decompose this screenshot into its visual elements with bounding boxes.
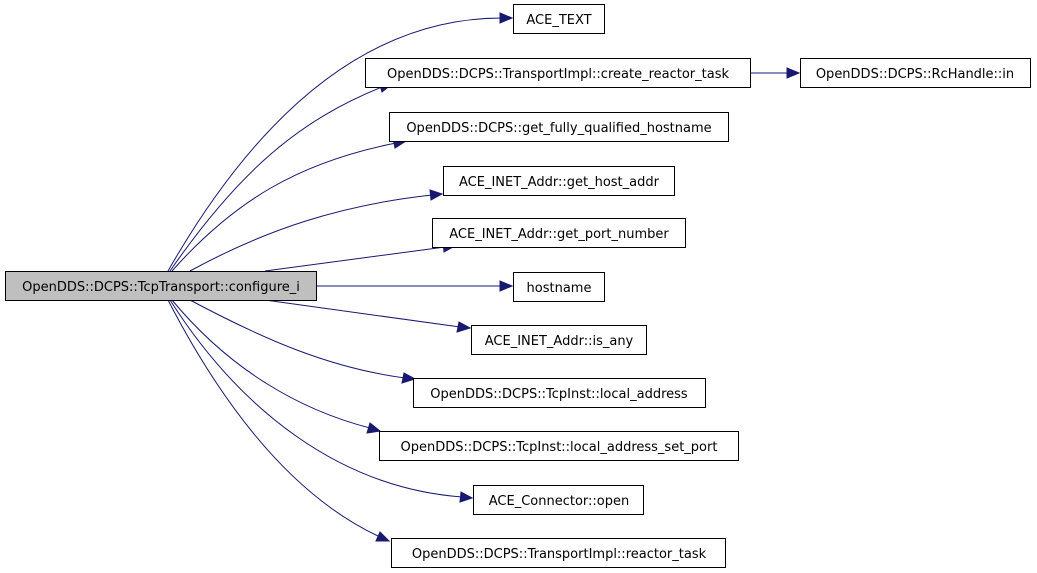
arrowhead-local-address-set-port xyxy=(366,422,382,434)
edge-root-to-local-address-set-port xyxy=(171,299,371,429)
edge-root-to-is-any xyxy=(264,299,461,328)
edge-root-to-get-fully-qualified-hostname xyxy=(171,142,397,272)
edge-root-to-local-address xyxy=(189,299,406,379)
edge-root-to-get-port-number xyxy=(264,246,446,272)
node-local-address-set-port-box xyxy=(379,431,739,461)
edge-root-to-connector-open xyxy=(169,299,463,498)
node-is-any-box xyxy=(471,325,647,355)
edge-root-to-ace-text xyxy=(167,17,503,272)
node-hostname-box xyxy=(513,272,605,302)
node-create-reactor-task[interactable]: OpenDDS::DCPS::TransportImpl::create_rea… xyxy=(365,58,751,88)
node-hostname-label: hostname xyxy=(527,281,592,296)
node-local-address-box xyxy=(413,378,706,408)
node-local-address-set-port-label: OpenDDS::DCPS::TcpInst::local_address_se… xyxy=(401,440,718,455)
node-reactor-task-box xyxy=(391,538,726,568)
node-root[interactable]: OpenDDS::DCPS::TcpTransport::configure_i xyxy=(5,271,317,301)
node-ace-text-label: ACE_TEXT xyxy=(526,13,591,28)
node-rchandle-in[interactable]: OpenDDS::DCPS::RcHandle::in xyxy=(800,58,1031,88)
node-connector-open-label: ACE_Connector::open xyxy=(489,494,629,509)
arrowhead-hostname xyxy=(499,280,514,292)
node-get-host-addr-label: ACE_INET_Addr::get_host_addr xyxy=(459,175,660,190)
node-ace-text[interactable]: ACE_TEXT xyxy=(513,4,605,34)
node-get-fully-qualified-hostname-label: OpenDDS::DCPS::get_fully_qualified_hostn… xyxy=(406,121,711,136)
arrowhead-ace-text xyxy=(499,12,514,24)
node-get-port-number-box xyxy=(432,218,686,248)
node-local-address-label: OpenDDS::DCPS::TcpInst::local_address xyxy=(430,387,688,402)
arrowhead-get-host-addr xyxy=(429,189,444,201)
node-connector-open-box xyxy=(473,485,644,515)
edge-root-to-create-reactor-task xyxy=(169,86,383,272)
node-is-any[interactable]: ACE_INET_Addr::is_any xyxy=(471,325,647,355)
node-is-any-label: ACE_INET_Addr::is_any xyxy=(485,334,634,349)
node-connector-open[interactable]: ACE_Connector::open xyxy=(473,485,644,515)
node-local-address[interactable]: OpenDDS::DCPS::TcpInst::local_address xyxy=(413,378,706,408)
arrowhead-rchandle-in xyxy=(786,67,801,79)
edge-root-to-reactor-task xyxy=(167,299,381,538)
node-create-reactor-task-label: OpenDDS::DCPS::TransportImpl::create_rea… xyxy=(387,67,729,82)
node-get-port-number-label: ACE_INET_Addr::get_port_number xyxy=(449,227,669,242)
node-ace-text-box xyxy=(513,4,605,34)
node-get-fully-qualified-hostname[interactable]: OpenDDS::DCPS::get_fully_qualified_hostn… xyxy=(389,112,729,142)
node-rchandle-in-box xyxy=(800,58,1031,88)
node-reactor-task[interactable]: OpenDDS::DCPS::TransportImpl::reactor_ta… xyxy=(391,538,726,568)
arrowhead-reactor-task xyxy=(375,531,391,542)
node-hostname[interactable]: hostname xyxy=(513,272,605,302)
node-local-address-set-port[interactable]: OpenDDS::DCPS::TcpInst::local_address_se… xyxy=(379,431,739,461)
edge-root-to-get-host-addr xyxy=(189,194,433,272)
node-reactor-task-label: OpenDDS::DCPS::TransportImpl::reactor_ta… xyxy=(412,547,707,562)
node-get-host-addr-box xyxy=(443,166,675,196)
arrowhead-connector-open xyxy=(459,491,474,503)
node-create-reactor-task-box xyxy=(365,58,751,88)
node-root-label: OpenDDS::DCPS::TcpTransport::configure_i xyxy=(22,280,300,295)
node-root-box xyxy=(5,271,317,301)
node-get-fully-qualified-hostname-box xyxy=(389,112,729,142)
arrowhead-local-address xyxy=(401,372,417,384)
node-get-port-number[interactable]: ACE_INET_Addr::get_port_number xyxy=(432,218,686,248)
node-rchandle-in-label: OpenDDS::DCPS::RcHandle::in xyxy=(816,67,1014,82)
node-get-host-addr[interactable]: ACE_INET_Addr::get_host_addr xyxy=(443,166,675,196)
arrowhead-is-any xyxy=(456,321,472,333)
